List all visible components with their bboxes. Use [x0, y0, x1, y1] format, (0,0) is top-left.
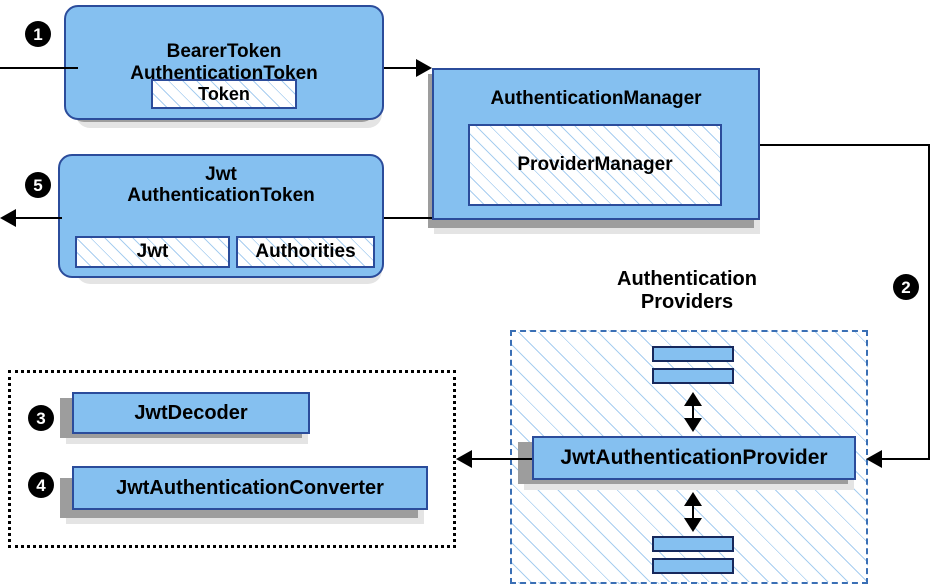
- bearer-token-title-line2: AuthenticationToken: [130, 62, 318, 84]
- bearer-to-manager-arrowhead: [416, 59, 432, 77]
- outgoing-response-line: [16, 217, 62, 219]
- provider-stub-bottom-1: [652, 536, 734, 552]
- provider-stub-bottom-2: [652, 558, 734, 574]
- compartment-token: Token: [151, 79, 297, 109]
- provider-link-top-arrow-up: [684, 392, 702, 406]
- group-jwt-support-components: [8, 370, 456, 548]
- node-jwt-authentication-converter[interactable]: JwtAuthenticationConverter: [72, 466, 428, 510]
- compartment-authorities: Authorities: [236, 236, 375, 268]
- step-marker-5: 5: [25, 172, 51, 198]
- authentication-providers-label-line1: Authentication: [617, 268, 757, 290]
- bearer-to-manager-line: [384, 67, 420, 69]
- provider-to-support-line: [472, 458, 532, 460]
- node-jwt-decoder[interactable]: JwtDecoder: [72, 392, 310, 434]
- authentication-providers-label: Authentication Providers: [562, 268, 812, 314]
- manager-to-jwt-token-line: [384, 217, 432, 219]
- step-marker-4: 4: [28, 472, 54, 498]
- provider-link-top-arrow-down: [684, 418, 702, 432]
- manager-to-provider-line-top: [760, 144, 930, 146]
- provider-link-bottom-line: [692, 498, 694, 524]
- step-marker-3: 3: [28, 405, 54, 431]
- provider-link-bottom-arrow-down: [684, 518, 702, 532]
- provider-to-support-arrowhead: [456, 450, 472, 468]
- provider-link-bottom-arrow-up: [684, 492, 702, 506]
- step-marker-1: 1: [25, 21, 51, 47]
- authentication-providers-label-line2: Providers: [640, 290, 734, 313]
- compartment-provider-manager: ProviderManager: [468, 124, 722, 206]
- manager-to-provider-arrowhead: [866, 450, 882, 468]
- step-marker-2: 2: [893, 274, 919, 300]
- node-jwt-authentication-provider[interactable]: JwtAuthenticationProvider: [532, 436, 856, 480]
- provider-link-top-line: [692, 398, 694, 424]
- compartment-jwt: Jwt: [75, 236, 230, 268]
- provider-stub-top-1: [652, 346, 734, 362]
- bearer-token-title-line1: BearerToken: [166, 41, 282, 63]
- authentication-manager-title: AuthenticationManager: [490, 88, 702, 109]
- provider-stub-top-2: [652, 368, 734, 384]
- incoming-request-line: [0, 67, 78, 69]
- outgoing-response-arrowhead: [0, 209, 16, 227]
- jwt-authentication-token-title-line2: AuthenticationToken: [127, 185, 315, 207]
- jwt-authentication-token-title-line1: Jwt: [205, 164, 237, 185]
- manager-to-provider-line-vertical: [928, 144, 930, 460]
- manager-to-provider-line-bottom: [872, 458, 930, 460]
